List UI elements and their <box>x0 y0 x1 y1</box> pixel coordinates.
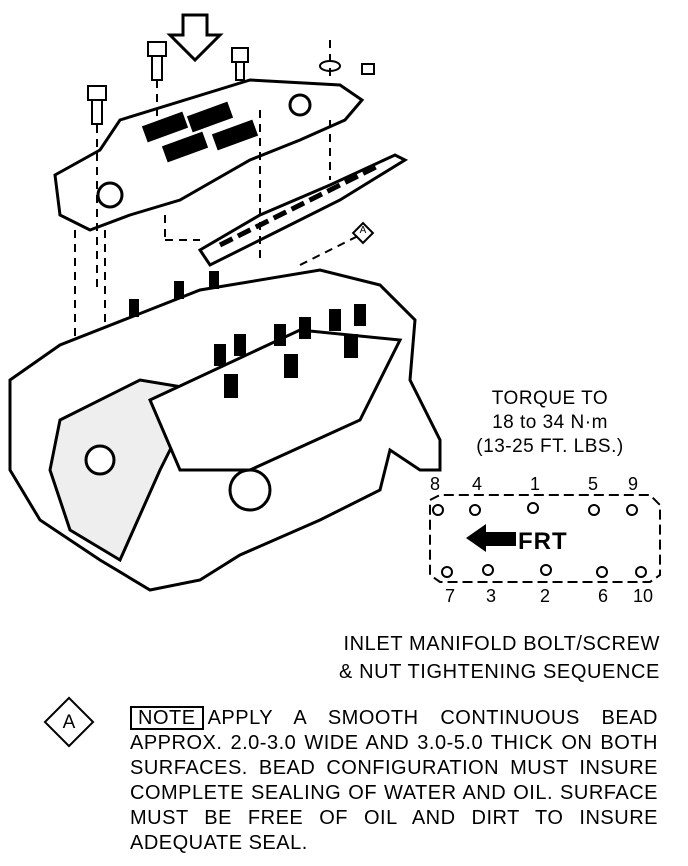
bolt-number: 5 <box>587 474 598 494</box>
bolt-number: 1 <box>529 474 540 494</box>
down-arrow-icon <box>166 13 224 63</box>
bolt-number: 8 <box>429 474 440 494</box>
caption-line-2: & NUT TIGHTENING SEQUENCE <box>339 661 660 683</box>
valve-train <box>129 271 366 398</box>
bolt-number: 9 <box>627 474 638 494</box>
bolt-number: 10 <box>632 586 654 606</box>
bolt-number: 7 <box>444 586 455 606</box>
bolt-icon <box>87 41 375 125</box>
note-callout-diamond <box>43 696 95 748</box>
manifold-gasket <box>197 153 409 267</box>
callout-a-marker <box>351 221 375 245</box>
bolt-number: 2 <box>539 586 550 606</box>
torque-imperial: (13-25 FT. LBS.) <box>476 436 624 457</box>
bolt-number: 4 <box>471 474 482 494</box>
torque-metric: 18 to 34 N·m <box>492 412 608 433</box>
front-arrow-icon <box>466 524 516 552</box>
bolt-number: 3 <box>485 586 496 606</box>
torque-heading: TORQUE TO <box>491 388 609 409</box>
engine-block <box>8 268 442 592</box>
diagram-callout-letter: A <box>359 225 367 236</box>
note-callout-letter: A <box>62 712 76 733</box>
bolt-hole-icon <box>432 502 647 578</box>
intake-manifold <box>53 78 365 232</box>
note-text: APPLY A SMOOTH CONTINUOUS BEAD APPROX. 2… <box>130 707 658 854</box>
sequence-outline <box>429 494 661 583</box>
sequence-caption: INLET MANIFOLD BOLT/SCREW & NUT TIGHTENI… <box>250 630 660 686</box>
caption-line-1: INLET MANIFOLD BOLT/SCREW <box>343 633 660 655</box>
front-label: FRT <box>518 528 568 555</box>
bolt-number: 6 <box>597 586 608 606</box>
note-tag: NOTE <box>130 706 204 730</box>
